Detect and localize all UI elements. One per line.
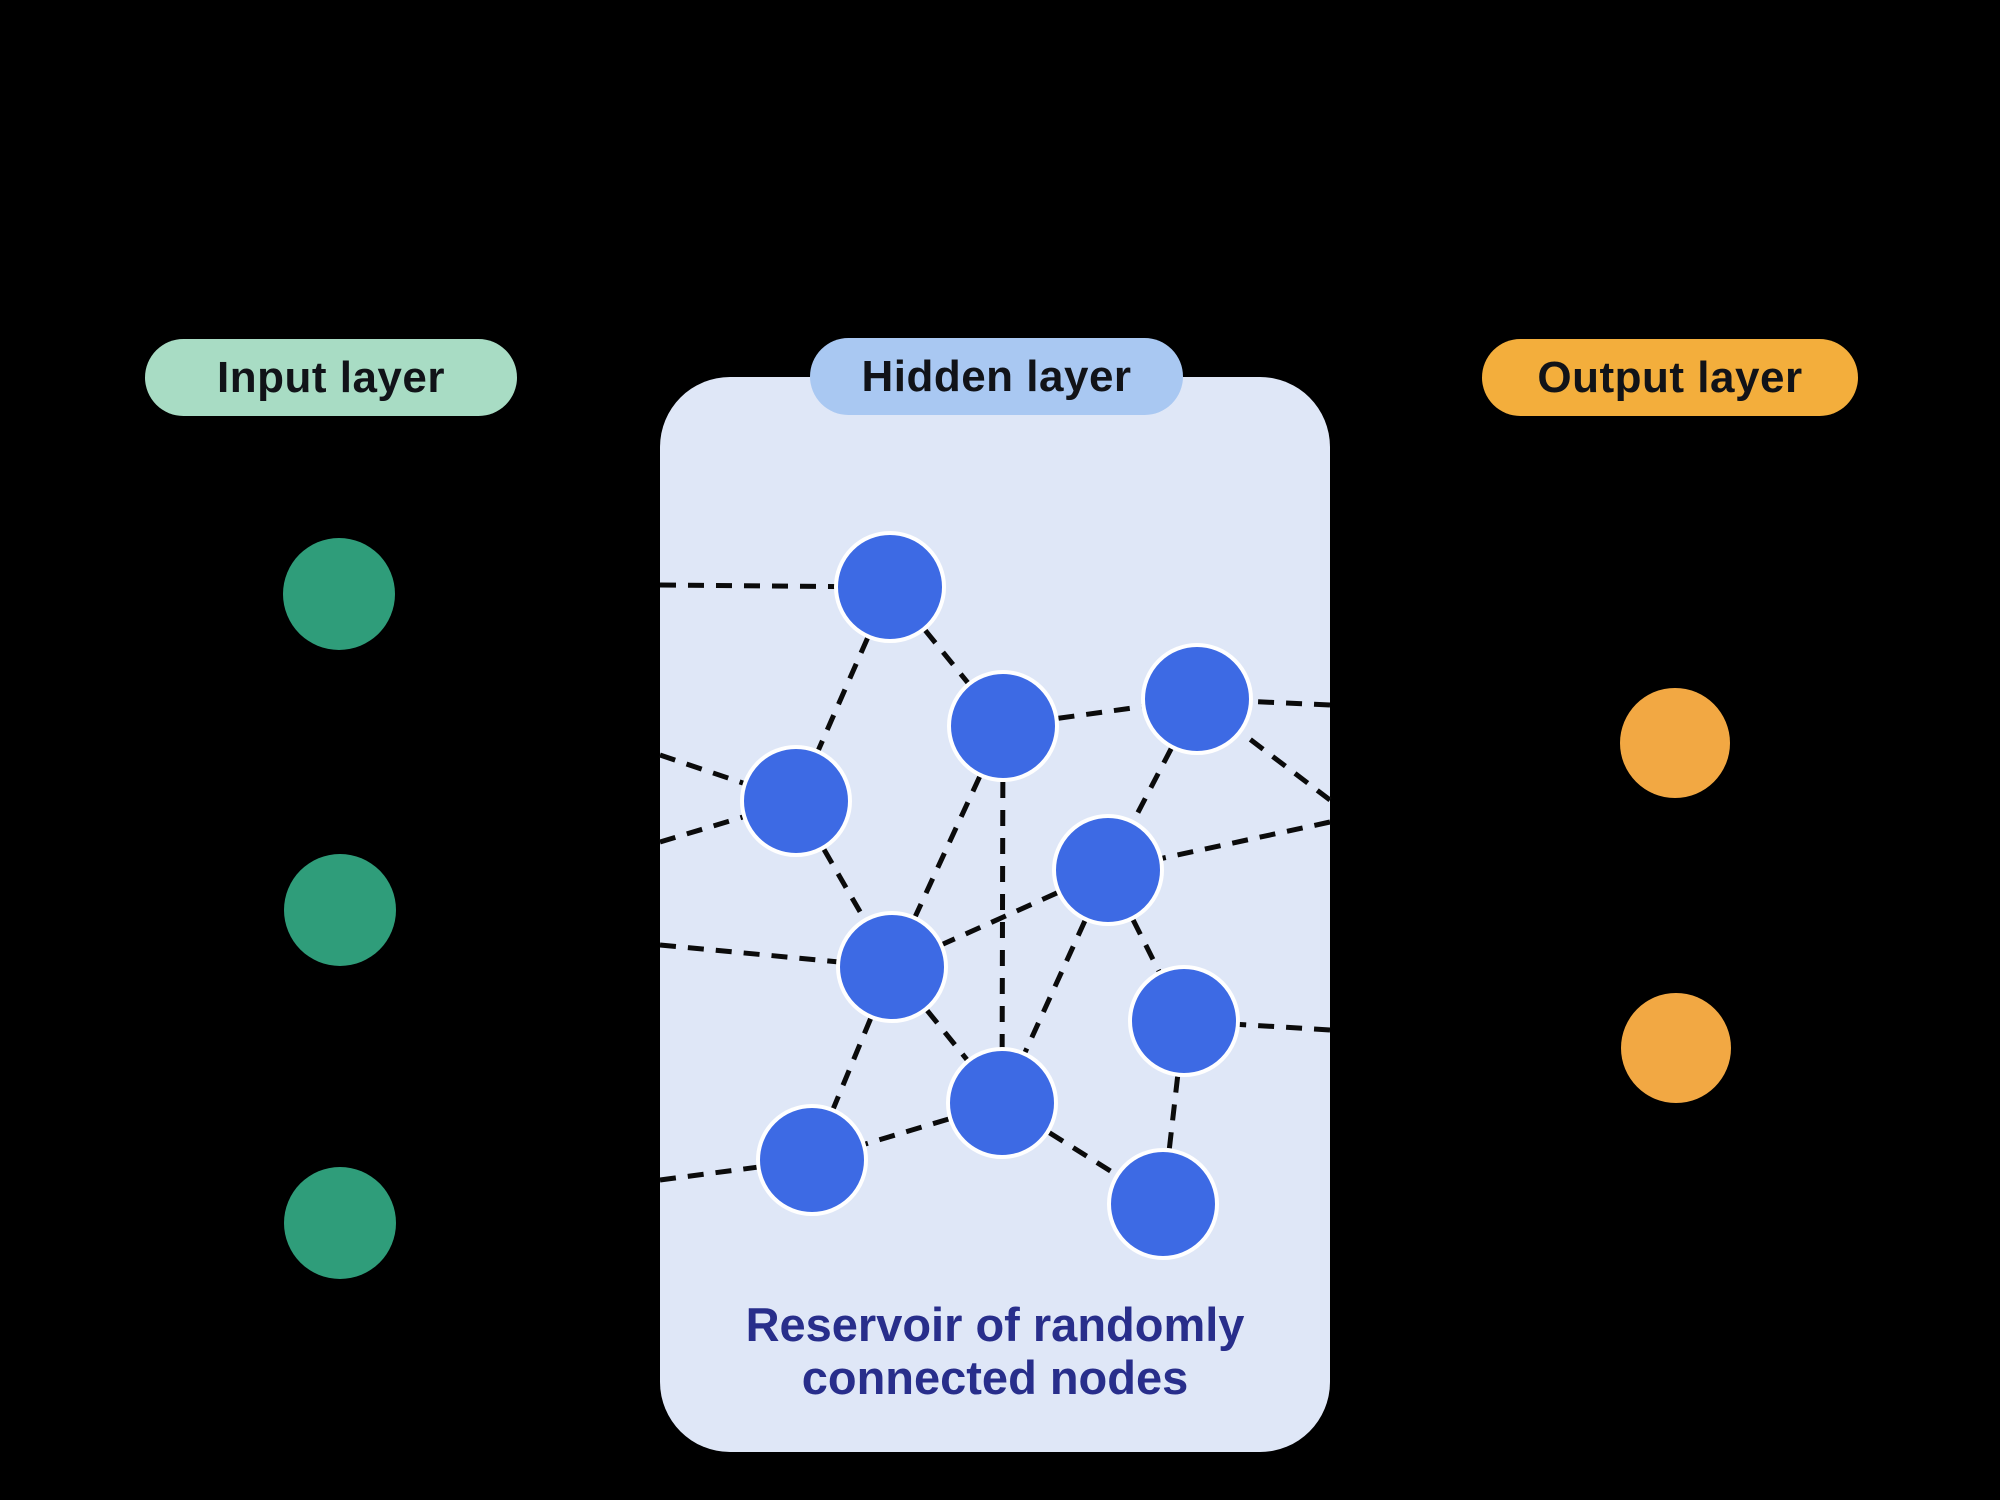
hidden-layer-panel: [660, 377, 1330, 1452]
hidden-node: [834, 531, 946, 643]
reservoir-caption: Reservoir of randomly connected nodes: [660, 1298, 1330, 1404]
output-node: [1621, 993, 1731, 1103]
reservoir-edge-line: [999, 725, 1006, 1104]
reservoir-edge-line: [659, 942, 893, 970]
reservoir-caption-line1: Reservoir of randomly: [745, 1298, 1245, 1351]
hidden-node: [946, 1047, 1058, 1159]
hidden-node: [1128, 965, 1240, 1077]
input-node: [283, 538, 395, 650]
hidden-node: [1052, 814, 1164, 926]
reservoir-edge-line: [1107, 819, 1331, 873]
hidden-node: [756, 1104, 868, 1216]
hidden-node: [1107, 1148, 1219, 1260]
reservoir-caption-line2: connected nodes: [801, 1351, 1189, 1404]
hidden-node: [740, 745, 852, 857]
output-layer-label: Output layer: [1482, 339, 1858, 416]
input-node: [284, 1167, 396, 1279]
input-node: [284, 854, 396, 966]
hidden-node: [836, 911, 948, 1023]
output-node: [1620, 688, 1730, 798]
reservoir-edge-line: [659, 582, 891, 590]
hidden-layer-label: Hidden layer: [810, 338, 1183, 415]
hidden-node: [947, 670, 1059, 782]
reservoir-edge-line: [1196, 696, 1331, 708]
input-layer-label: Input layer: [145, 339, 517, 416]
hidden-node: [1141, 643, 1253, 755]
